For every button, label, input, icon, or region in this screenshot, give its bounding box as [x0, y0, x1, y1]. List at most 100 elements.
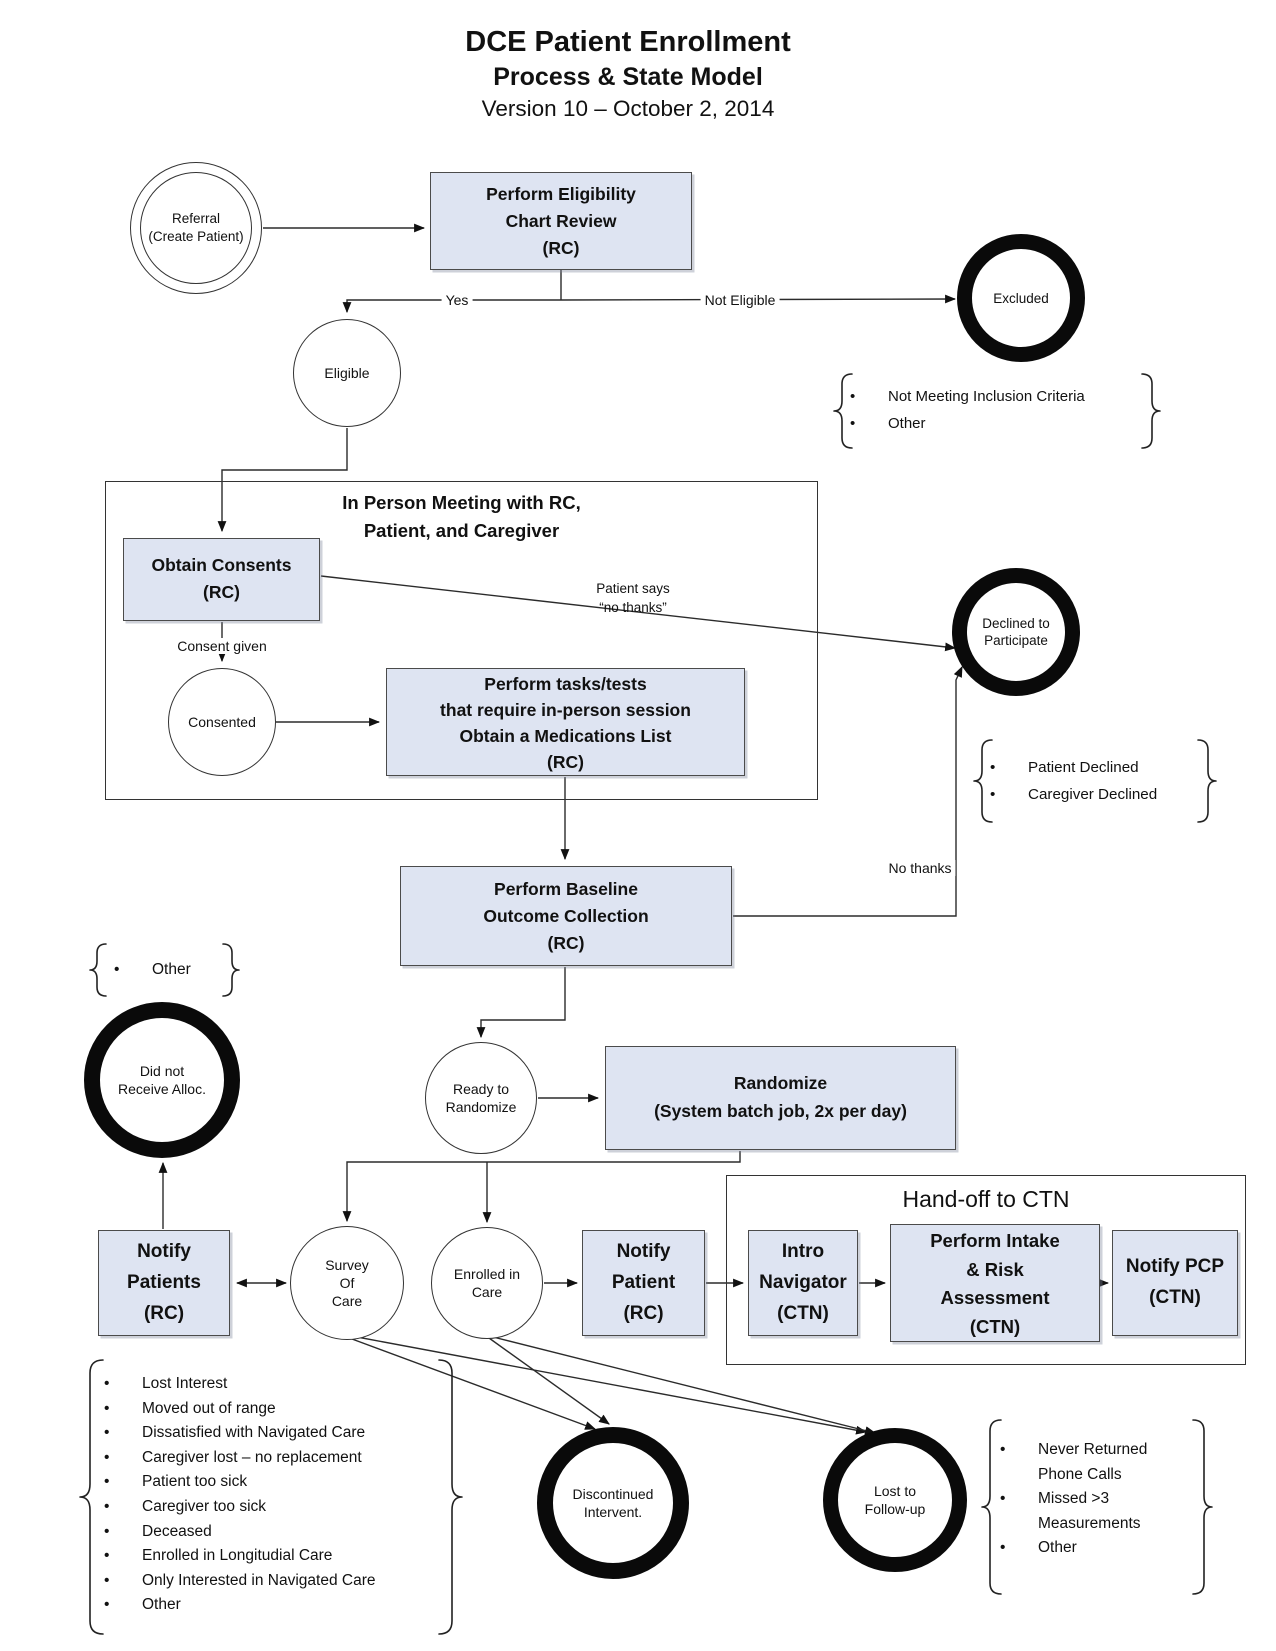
list-item: Caregiver lost – no replacement [104, 1446, 436, 1471]
list-item: Moved out of range [104, 1397, 436, 1422]
list-item-text: Moved out of range [142, 1399, 276, 1417]
title-line1: DCE Patient Enrollment [465, 26, 791, 58]
label-line: Intervent. [583, 1504, 643, 1520]
handoff-group-title: Hand-off to CTN [902, 1186, 1070, 1212]
notify-pcp-box: Notify PCP (CTN) [1112, 1230, 1238, 1336]
list-item-text: Other [888, 415, 926, 432]
label-line: (RC) [203, 582, 240, 602]
label-line: Notify PCP [1125, 1256, 1225, 1277]
label-line: (CTN) [969, 1315, 1021, 1337]
label-line: In Person Meeting with RC, [342, 492, 581, 513]
edge-label-not-eligible: Not Eligible [700, 292, 780, 308]
label-line: (RC) [547, 752, 584, 772]
label-line: Excluded [993, 290, 1049, 306]
allocation-reasons-list: Other [114, 960, 224, 980]
list-item-text: Caregiver lost – no replacement [142, 1448, 362, 1466]
diagram-title: DCE Patient Enrollment Process & State M… [0, 26, 1256, 122]
label-line: (CTN) [1149, 1287, 1201, 1308]
lost-to-followup-terminal-state: Lost to Follow-up [823, 1428, 967, 1572]
label-line: Patient, and Caregiver [363, 520, 560, 541]
survey-of-care-state: Survey Of Care [290, 1226, 404, 1340]
brace-right-lost [1192, 1419, 1213, 1595]
label-line: Receive Alloc. [118, 1081, 206, 1097]
edge-randomize-to-survey [342, 1151, 741, 1223]
list-item: Missed >3 Measurements [1000, 1487, 1192, 1536]
list-item: Enrolled in Longitudial Care [104, 1544, 436, 1569]
edge-yes-to-eligible [342, 299, 561, 314]
label-line: Enrolled in [453, 1266, 521, 1282]
label-line: “no thanks” [599, 600, 667, 615]
label-line: Referral [171, 211, 220, 226]
edge-label-patient-says: Patient says “no thanks” [596, 579, 670, 617]
list-item: Caregiver too sick [104, 1495, 436, 1520]
label-line: (RC) [547, 933, 585, 953]
label-line: Care [331, 1293, 363, 1309]
list-item: Not Meeting Inclusion Criteria [850, 383, 1142, 410]
edge-baseline-to-declined [733, 666, 963, 917]
label-line: (CTN) [777, 1303, 829, 1324]
perform-tasks-box: Perform tasks/tests that require in-pers… [386, 668, 745, 776]
label-line: that require in-person session [440, 700, 691, 720]
excluded-terminal-state: Excluded [957, 234, 1085, 362]
discontinued-terminal-state: Discontinued Intervent. [537, 1427, 689, 1579]
title-line3: Version 10 – October 2, 2014 [481, 96, 775, 121]
intro-navigator-box: Intro Navigator (CTN) [748, 1230, 858, 1336]
label-line: Obtain a Medications List [459, 726, 672, 746]
baseline-outcome-box: Perform Baseline Outcome Collection (RC) [400, 866, 732, 966]
label-line: Perform Intake [930, 1230, 1060, 1251]
label-line: Eligible [324, 365, 370, 381]
label-line: Care [471, 1284, 503, 1300]
did-not-receive-terminal-state: Did not Receive Alloc. [84, 1002, 240, 1158]
excluded-reasons-list: Not Meeting Inclusion Criteria Other [850, 383, 1142, 437]
brace-right-excluded [1141, 373, 1161, 449]
ready-to-randomize-state: Ready to Randomize [425, 1042, 537, 1154]
label-line: Obtain Consents [151, 555, 292, 575]
list-item: Never Returned Phone Calls [1000, 1438, 1192, 1487]
list-item-text: Patient too sick [142, 1473, 248, 1491]
eligible-state: Eligible [293, 319, 401, 427]
label-line: Randomize [733, 1073, 828, 1093]
edge-enrolled-to-discontinued [488, 1337, 610, 1425]
label-line: Discontinued [572, 1486, 654, 1502]
randomize-box: Randomize (System batch job, 2x per day) [605, 1046, 956, 1150]
declined-reasons-list: Patient Declined Caregiver Declined [990, 754, 1200, 808]
label-line: Notify [616, 1241, 671, 1262]
in-person-group-title: In Person Meeting with RC, Patient, and … [106, 482, 817, 545]
label-line: Of [339, 1275, 355, 1291]
list-item: Other [1000, 1536, 1192, 1561]
brace-right-discontinued [438, 1359, 463, 1635]
label-line: Patient says [596, 581, 670, 596]
referral-start-state: Referral (Create Patient) [130, 162, 262, 294]
label-line: Perform Eligibility [486, 184, 636, 204]
label-line: Randomize [445, 1099, 517, 1115]
label-line: Navigator [759, 1272, 847, 1293]
edge-label-no-thanks: No thanks [884, 860, 956, 876]
list-item-text: Patient Declined [1028, 759, 1139, 776]
label-line: Chart Review [505, 211, 617, 231]
label-line: Declined to [982, 616, 1050, 631]
list-item-text: Lost Interest [142, 1375, 228, 1392]
list-item: Deceased [104, 1520, 436, 1545]
list-item: Patient too sick [104, 1470, 436, 1495]
label-line: Ready to [452, 1081, 510, 1097]
label-line: Survey [325, 1257, 369, 1273]
list-item-text: Enrolled in Longitudial Care [142, 1547, 333, 1565]
label-line: (RC) [143, 1303, 185, 1324]
label-line: Intro [781, 1241, 825, 1262]
edge-eligible-to-consents [217, 428, 348, 533]
list-item: Lost Interest [104, 1372, 436, 1397]
lost-reasons-list: Never Returned Phone Calls Missed >3 Mea… [1000, 1438, 1192, 1561]
label-line: Perform Baseline [494, 879, 638, 899]
brace-left-excluded [833, 373, 853, 449]
list-item-text: Other [142, 1596, 181, 1614]
label-line: Assessment [940, 1287, 1050, 1308]
edge-nothanks-diagonal [320, 575, 957, 652]
list-item-text: Other [1038, 1539, 1077, 1556]
label-line: Did not [139, 1063, 185, 1079]
edge-survey-to-discontinued [351, 1338, 597, 1430]
label-line: Consented [188, 714, 256, 730]
edge-label-consent-given: Consent given [173, 638, 271, 654]
label-line: Follow-up [864, 1501, 926, 1517]
